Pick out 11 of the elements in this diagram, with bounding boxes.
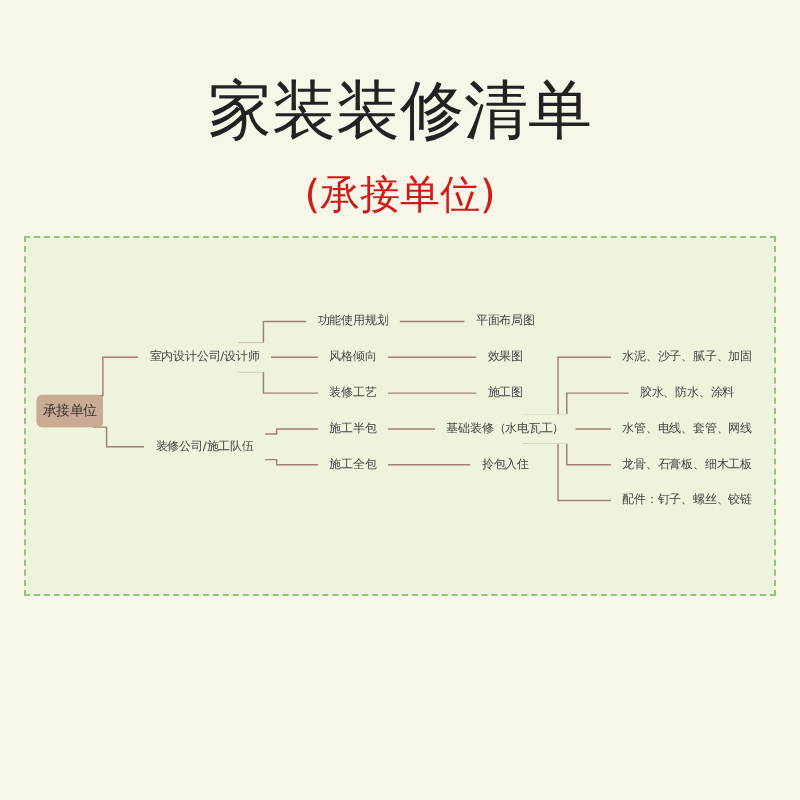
- connector: [263, 459, 320, 467]
- connector: [386, 464, 472, 467]
- connector: [386, 429, 437, 431]
- connector: [386, 357, 478, 360]
- subtitle: (承接单位): [304, 170, 496, 218]
- connector: [386, 393, 478, 395]
- connector: [263, 429, 320, 436]
- connector: [398, 321, 466, 324]
- connector: [574, 429, 613, 431]
- title: 家装装修清单: [208, 70, 592, 152]
- connector: [269, 357, 320, 360]
